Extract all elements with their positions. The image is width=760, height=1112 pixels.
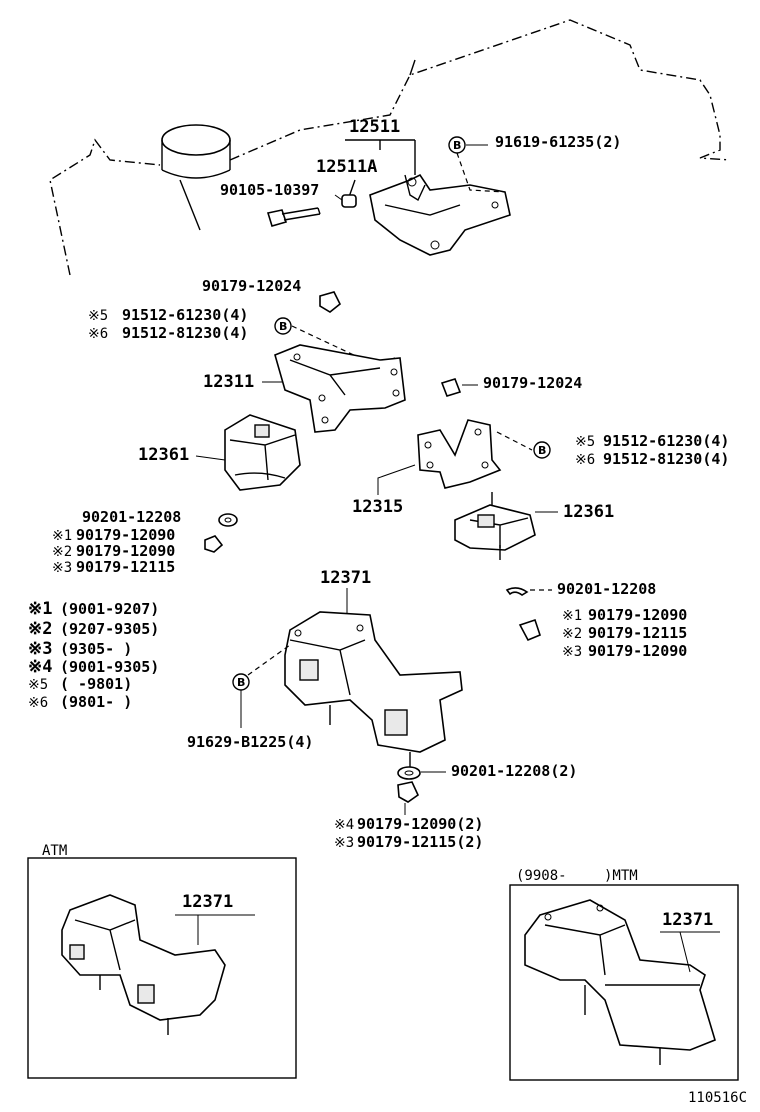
label-91512-5-right: 91512-61230(4) [603,432,729,450]
washer-90201-right [505,587,529,596]
bracket-12511 [369,173,511,256]
label-12511A: 12511A [316,157,377,177]
mark-1-left: ※1 [52,528,72,544]
label-91512-5-left: 91512-61230(4) [122,306,248,324]
label-90179-12090-r2: 90179-12090 [588,642,687,660]
legend-mark-6: ※6 [28,695,48,711]
label-90201-left: 90201-12208 [82,508,181,526]
inset-atm-title: ATM [42,843,67,859]
mark-6-left: ※6 [88,326,108,342]
label-12315: 12315 [352,497,403,517]
legend-range-1: (9001-9207) [60,600,159,618]
legend-mark-3: ※3 [28,639,52,659]
legend-mark-4: ※4 [28,657,52,677]
label-12511: 12511 [349,117,400,137]
label-90179-12115-b: 90179-12115(2) [357,833,483,851]
label-12361-right: 12361 [563,502,614,522]
nut-right [518,618,541,642]
engine-outline [49,19,731,276]
label-90201-bottom: 90201-12208(2) [451,762,577,780]
svg-text:B: B [237,676,245,689]
label-90179-12090-l2: 90179-12090 [76,542,175,560]
insulator-12361-left [224,414,301,491]
legend-range-5: ( -9801) [60,675,132,693]
label-90105: 90105-10397 [220,181,319,199]
label-91629: 91629-B1225(4) [187,733,313,751]
legend-range-4: (9001-9305) [60,658,159,676]
nut-90179-top [319,291,342,313]
insulator-12361-right [454,492,536,560]
mark-3-right: ※3 [562,644,582,660]
label-90179-12115-l: 90179-12115 [76,558,175,576]
inset-atm-part: 12371 [182,892,233,912]
bolt-90105 [266,207,321,227]
washer-90201-bottom [397,766,421,780]
label-90179-12090-l: 90179-12090 [76,526,175,544]
label-90179-right: 90179-12024 [483,374,582,392]
legend-mark-1: ※1 [28,599,52,619]
bolt-callout-b-top: B [448,136,466,154]
legend-mark-5: ※5 [28,677,48,693]
legend-range-3: (9305- ) [60,640,132,658]
label-90179-12090-b: 90179-12090(2) [357,815,483,833]
label-90179-top: 90179-12024 [202,277,301,295]
legend-mark-2: ※2 [28,619,52,639]
nut-left [204,535,224,553]
bolt-callout-b-left: B [274,317,292,335]
label-90179-12115-r: 90179-12115 [588,624,687,642]
mark-4-bottom: ※4 [334,817,354,833]
mark-5-left: ※5 [88,308,108,324]
inset-mtm-range: (9908- [516,868,567,884]
bolt-callout-b-bottom: B [232,673,250,691]
collar-12511A [341,194,357,208]
label-91512-6-left: 91512-81230(4) [122,324,248,342]
nut-90179-right [440,378,462,397]
inset-mtm-part: 12371 [662,910,713,930]
mark-2-right: ※2 [562,626,582,642]
svg-text:B: B [279,320,287,333]
mark-2-left: ※2 [52,544,72,560]
legend-range-6: (9801- ) [60,693,132,711]
inset-mtm: (9908- )MTM 12371 [509,868,739,1081]
inset-atm: ATM 12371 [27,843,297,1079]
legend-range-2: (9207-9305) [60,620,159,638]
figure-id: 110516C [688,1090,747,1106]
mark-5-right: ※5 [575,434,595,450]
insulator-12371-main [284,611,463,770]
mark-3-left: ※3 [52,560,72,576]
bracket-12311 [274,344,406,433]
svg-text:B: B [538,444,546,457]
date-legend: ※1 (9001-9207) ※2 (9207-9305) ※3 (9305- … [28,599,159,711]
washer-90201-left [218,513,238,527]
label-90201-right: 90201-12208 [557,580,656,598]
label-12311: 12311 [203,372,254,392]
label-12361-left: 12361 [138,445,189,465]
label-91619: 91619-61235(2) [495,133,621,151]
bracket-12315 [417,419,502,489]
label-90179-12090-r: 90179-12090 [588,606,687,624]
label-12371: 12371 [320,568,371,588]
nut-bottom [397,781,420,803]
label-91512-6-right: 91512-81230(4) [603,450,729,468]
mark-3-bottom: ※3 [334,835,354,851]
mark-1-right: ※1 [562,608,582,624]
bolt-callout-b-right: B [533,441,551,459]
svg-text:B: B [453,139,461,152]
inset-mtm-title: )MTM [604,868,638,884]
mark-6-right: ※6 [575,452,595,468]
